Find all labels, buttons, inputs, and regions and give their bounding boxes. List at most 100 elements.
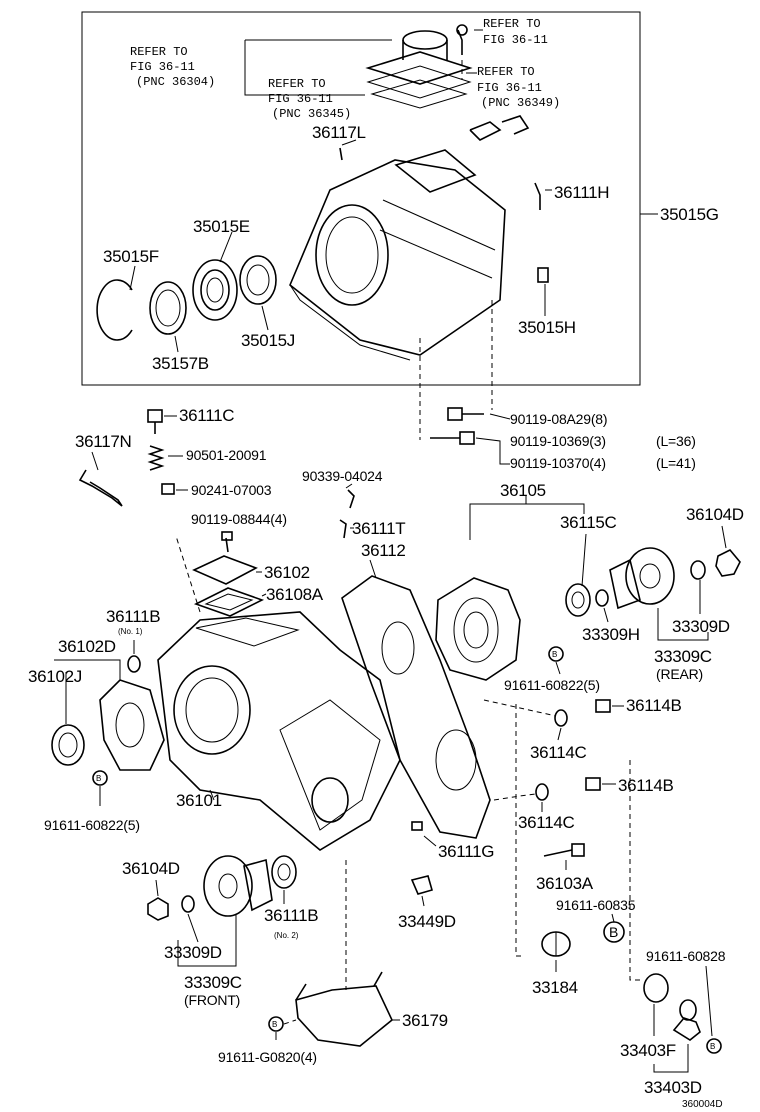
- label-36111H: 36111H: [554, 183, 609, 202]
- label-35157B: 35157B: [152, 354, 209, 373]
- refer-fig: FIG 36-11: [130, 60, 195, 74]
- label-90241-07003: 90241-07003: [191, 482, 272, 498]
- washer-33309H-drawing: [595, 589, 609, 607]
- rear-housing-36105-drawing: [435, 577, 521, 681]
- label-36111C: 36111C: [179, 406, 234, 425]
- snap-ring-drawing: [96, 279, 133, 341]
- label-35015F: 35015F: [103, 247, 159, 266]
- label-90119-10369: 90119-10369(3): [510, 433, 606, 449]
- cap-33184-drawing: [541, 931, 571, 957]
- b-marker-label: B: [96, 774, 101, 783]
- refer-pnc: (PNC 36345): [272, 107, 351, 121]
- bolt-90119-08A29-drawing: [447, 407, 484, 421]
- label-36103A: 36103A: [536, 874, 594, 893]
- oil-seal-36102J-drawing: [51, 724, 85, 766]
- label-36104D-top: 36104D: [686, 505, 744, 524]
- label-length-41: (L=41): [656, 455, 696, 471]
- extension-housing-drawing: [289, 149, 506, 361]
- bearing-35015J-drawing: [239, 255, 277, 305]
- b-marker-bottom: B: [268, 1016, 284, 1032]
- washer-33309D-bottom-drawing: [181, 895, 195, 913]
- label-36111T: 36111T: [352, 519, 405, 538]
- b-marker-corner: B: [706, 1038, 722, 1054]
- label-91611-60822-left: 91611-60822(5): [44, 817, 140, 833]
- breather-tube-36117N-drawing: [78, 469, 123, 507]
- gasket-36114C-2-drawing: [535, 783, 549, 801]
- label-36114C-2: 36114C: [518, 813, 575, 832]
- nut-36104D-top-drawing: [715, 549, 741, 577]
- b-marker-lower: B: [603, 921, 625, 943]
- gasket-36108A-drawing: [193, 587, 265, 617]
- label-36112: 36112: [361, 541, 406, 560]
- b-marker-label: B: [710, 1042, 715, 1051]
- label-91611-60822-right: 91611-60822(5): [504, 677, 600, 693]
- b-marker-label: B: [272, 1020, 277, 1029]
- label-36111B-top: 36111B: [106, 607, 160, 626]
- gasket-36114C-1-drawing: [554, 709, 568, 727]
- spring-90501-drawing: [147, 445, 165, 471]
- label-36117N: 36117N: [75, 432, 132, 451]
- label-36179: 36179: [402, 1011, 448, 1030]
- label-90501-20091: 90501-20091: [186, 447, 267, 463]
- label-90119-08844: 90119-08844(4): [191, 511, 287, 527]
- refer-text: REFER TO: [130, 45, 188, 59]
- washer-33309D-top-drawing: [690, 560, 706, 580]
- sleeve-33403D-drawing: [672, 999, 701, 1041]
- label-36102D: 36102D: [58, 637, 116, 656]
- nut-36104D-bottom-drawing: [147, 897, 169, 921]
- label-35015E: 35015E: [193, 217, 250, 236]
- refer-pnc: (PNC 36304): [136, 75, 215, 89]
- label-33309H: 33309H: [582, 625, 640, 644]
- plug-36114B-2-drawing: [585, 777, 601, 791]
- label-33309C-rear: 33309C: [654, 647, 712, 666]
- refer-note-top-right: REFER TO FIG 36-11: [483, 17, 548, 47]
- oil-seal-36115C-drawing: [565, 583, 591, 617]
- refer-pnc: (PNC 36349): [481, 96, 560, 110]
- clamp-33449D-drawing: [410, 875, 433, 895]
- label-90339-04024: 90339-04024: [302, 468, 383, 484]
- label-33449D: 33449D: [398, 912, 456, 931]
- rear-flange-drawing: [609, 547, 675, 610]
- label-33309D-bottom: 33309D: [164, 943, 222, 962]
- seal-36111B-bottom-drawing: [271, 855, 297, 889]
- label-front: (FRONT): [184, 992, 240, 1008]
- protector-36179-drawing: [295, 971, 393, 1047]
- b-marker-right: B: [548, 646, 564, 662]
- label-33403F: 33403F: [620, 1041, 676, 1060]
- shift-retainer-drawing: [365, 24, 530, 141]
- refer-text: REFER TO: [477, 65, 535, 79]
- ball-90241-drawing: [161, 483, 175, 495]
- refer-note-left: REFER TO FIG 36-11 (PNC 36304): [130, 39, 392, 96]
- refer-fig: FIG 36-11: [477, 81, 542, 95]
- label-35015G: 35015G: [660, 205, 719, 224]
- refer-fig: FIG 36-11: [268, 92, 333, 106]
- transfer-case-36101-drawing: [157, 611, 401, 851]
- refer-text: REFER TO: [268, 77, 326, 91]
- label-33309D-top: 33309D: [672, 617, 730, 636]
- label-36102: 36102: [264, 563, 310, 582]
- front-flange-drawing: [203, 855, 273, 917]
- refer-text: REFER TO: [483, 17, 541, 31]
- bolt-90119-10369-drawing: [430, 431, 475, 445]
- b-marker-left: B: [92, 770, 108, 786]
- label-36105: 36105: [500, 481, 546, 500]
- case-plate-36112-drawing: [341, 575, 491, 839]
- label-33309C-front: 33309C: [184, 973, 242, 992]
- label-36111B-bottom: 36111B: [264, 906, 318, 925]
- label-36114B-1: 36114B: [626, 696, 682, 715]
- label-35015H: 35015H: [518, 318, 576, 337]
- upper-assembly-frame: [81, 11, 641, 386]
- b-marker-label: B: [552, 650, 557, 659]
- label-no2: (No. 2): [274, 931, 299, 940]
- label-36114C-1: 36114C: [530, 743, 587, 762]
- label-90119-10370: 90119-10370(4): [510, 455, 606, 471]
- label-91611-60835: 91611-60835: [556, 897, 636, 913]
- label-no1: (No. 1): [118, 627, 143, 636]
- label-36108A: 36108A: [266, 585, 324, 604]
- label-36117L: 36117L: [312, 123, 366, 142]
- label-36111G: 36111G: [438, 842, 494, 861]
- label-33403D: 33403D: [644, 1078, 702, 1097]
- label-36102J: 36102J: [28, 667, 82, 686]
- label-36101: 36101: [176, 791, 222, 810]
- plug-36111B-top-drawing: [127, 655, 141, 673]
